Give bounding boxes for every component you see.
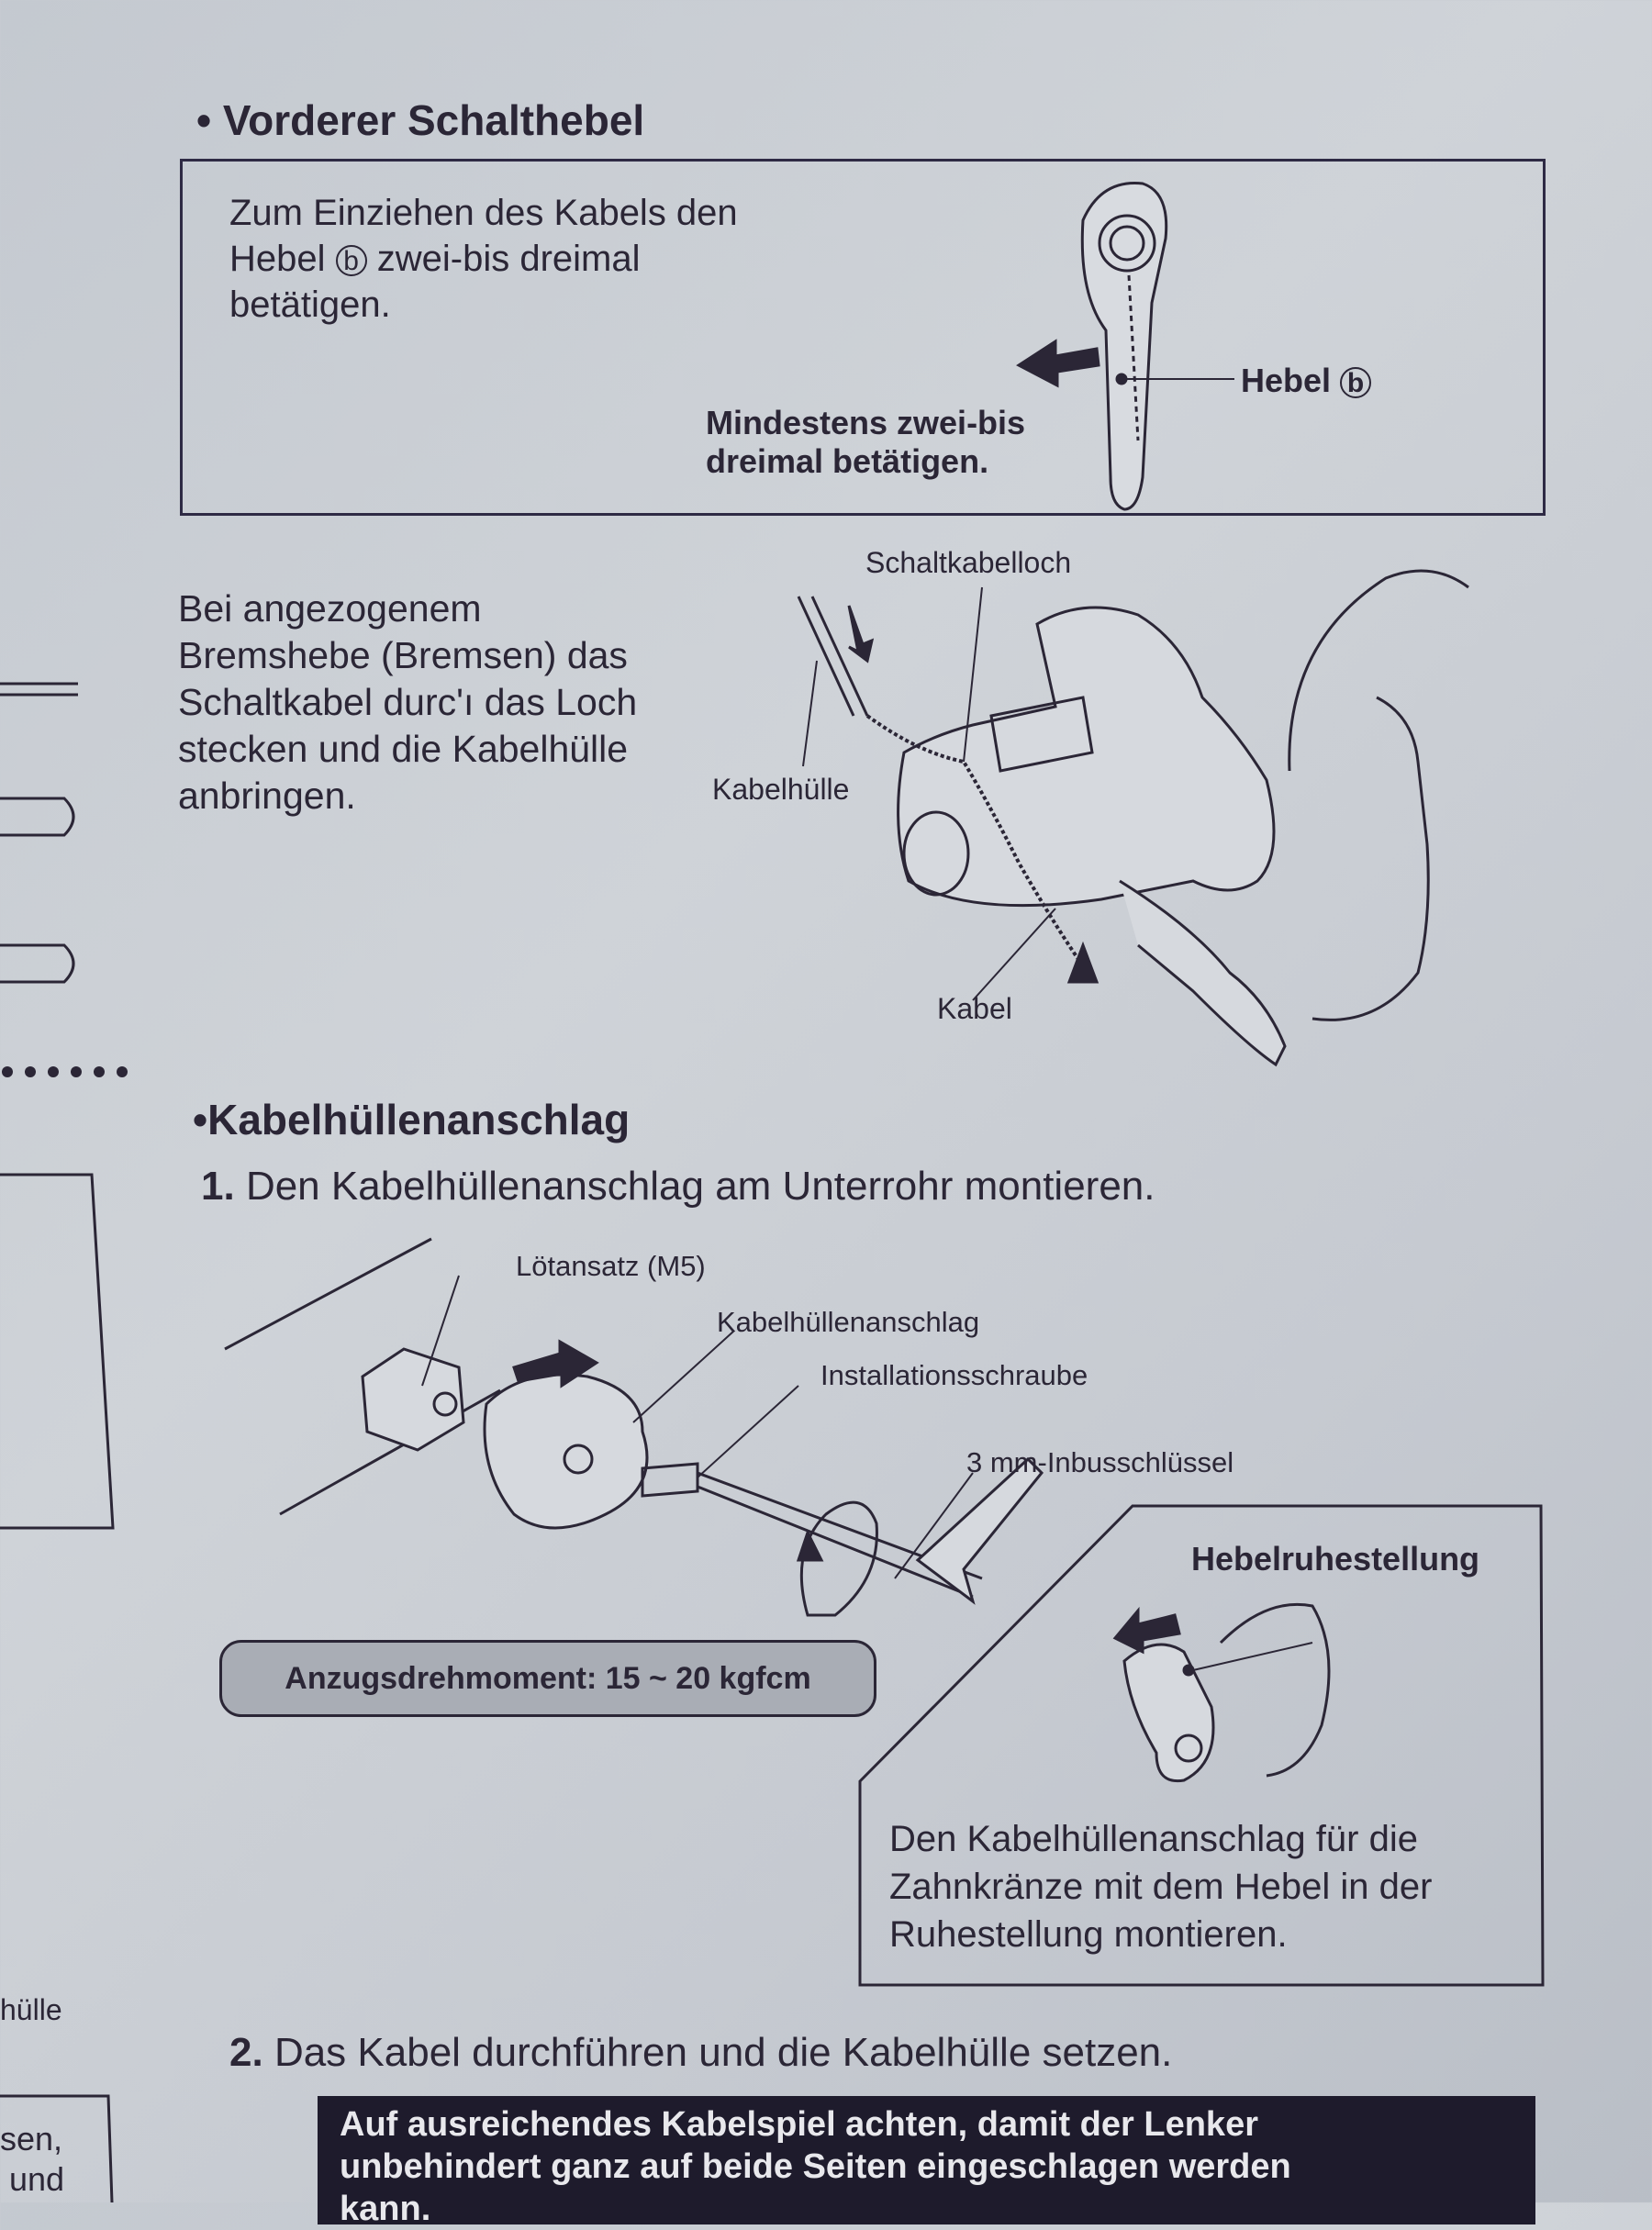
circle-b-marker: b xyxy=(335,245,367,277)
shift-lever-illustration xyxy=(1016,182,1234,511)
para-line: Bremshebe (Bremsen) das xyxy=(178,634,628,676)
label-inbusschluessel: 3 mm-Inbusschlüssel xyxy=(966,1446,1234,1478)
warning-line: Auf ausreichendes Kabelspiel achten, dam… xyxy=(340,2105,1258,2144)
heading-vorderer-schalthebel: • Vorderer Schalthebel xyxy=(196,96,645,144)
cable-stop-illustration xyxy=(224,1237,1044,1617)
hebel-b-label: Hebel b xyxy=(1241,362,1372,400)
heading-kabelhuellenanschlag: •Kabelhüllenanschlag xyxy=(193,1096,631,1143)
hebel-word: Hebel xyxy=(229,239,326,279)
box-instruction-text: Zum Einziehen des Kabels den Hebel b zwe… xyxy=(229,190,738,328)
label-kabel: Kabel xyxy=(937,992,1012,1025)
left-fragment: hülle xyxy=(0,1993,62,2026)
circle-b-marker: b xyxy=(1340,367,1372,399)
warning-line: unbehindert ganz auf beide Seiten einges… xyxy=(340,2147,1291,2186)
minimum-actuation-note: Mindestens zwei-bis dreimal betätigen. xyxy=(706,404,1025,481)
left-edge-fragments xyxy=(0,682,115,2202)
left-fragment: sen, xyxy=(0,2120,63,2158)
label-loetansatz: Lötansatz (M5) xyxy=(516,1250,706,1282)
label-kabelhuelle: Kabelhülle xyxy=(712,773,850,806)
brake-lever-illustration xyxy=(797,569,1469,1067)
step-2: 2. Das Kabel durchführen und die Kabelhü… xyxy=(229,2030,1172,2076)
box-line-3: betätigen. xyxy=(229,284,391,325)
warning-box: Auf ausreichendes Kabelspiel achten, dam… xyxy=(318,2096,1535,2228)
step-1: 1. Den Kabelhüllenanschlag am Unterrohr … xyxy=(201,1164,1155,1210)
rest-box-text: Den Kabelhüllenanschlag für die Zahnkrän… xyxy=(889,1815,1432,1958)
left-fragment: und xyxy=(9,2160,65,2198)
box-line-1: Zum Einziehen des Kabels den xyxy=(229,193,738,233)
para-line: Schaltkabel durc'ı das Loch xyxy=(178,681,638,723)
step-2-number: 2. xyxy=(229,2030,263,2075)
instruction-box-front-shifter xyxy=(180,159,1546,516)
rest-lever-illustration xyxy=(1112,1602,1331,1783)
rest-position-box xyxy=(858,1504,1545,1987)
para-line: Bei angezogenem xyxy=(178,587,482,630)
label-installationsschraube: Installationsschraube xyxy=(820,1359,1088,1391)
rest-line: Den Kabelhüllenanschlag für die xyxy=(889,1819,1418,1859)
box-line-2-rest: zwei-bis dreimal xyxy=(376,239,641,279)
note-line-2: dreimal betätigen. xyxy=(706,442,989,480)
step-1-number: 1. xyxy=(201,1164,235,1209)
brake-lever-paragraph: Bei angezogenem Bremshebe (Bremsen) das … xyxy=(178,585,637,820)
step-2-text: Das Kabel durchführen und die Kabelhülle… xyxy=(273,2030,1173,2075)
rest-line: Zahnkränze mit dem Hebel in der xyxy=(889,1867,1433,1907)
torque-spec-badge: Anzugsdrehmoment: 15 ~ 20 kgfcm xyxy=(219,1640,876,1717)
label-kabelhuellenanschlag: Kabelhüllenanschlag xyxy=(717,1306,980,1338)
step-1-text: Den Kabelhüllenanschlag am Unterrohr mon… xyxy=(245,1164,1155,1209)
dotted-leader xyxy=(2,1066,128,1077)
para-line: anbringen. xyxy=(178,775,356,817)
rest-line: Ruhestellung montieren. xyxy=(889,1914,1288,1955)
warning-line: kann. xyxy=(340,2190,431,2228)
note-line-1: Mindestens zwei-bis xyxy=(706,404,1026,441)
box-line-2: Hebel b zwei-bis dreimal xyxy=(229,236,738,282)
para-line: stecken und die Kabelhülle xyxy=(178,728,629,770)
hebel-label-text: Hebel xyxy=(1241,362,1332,399)
rest-box-title: Hebelruhestellung xyxy=(1191,1540,1480,1578)
label-schaltkabelloch: Schaltkabelloch xyxy=(865,546,1072,579)
